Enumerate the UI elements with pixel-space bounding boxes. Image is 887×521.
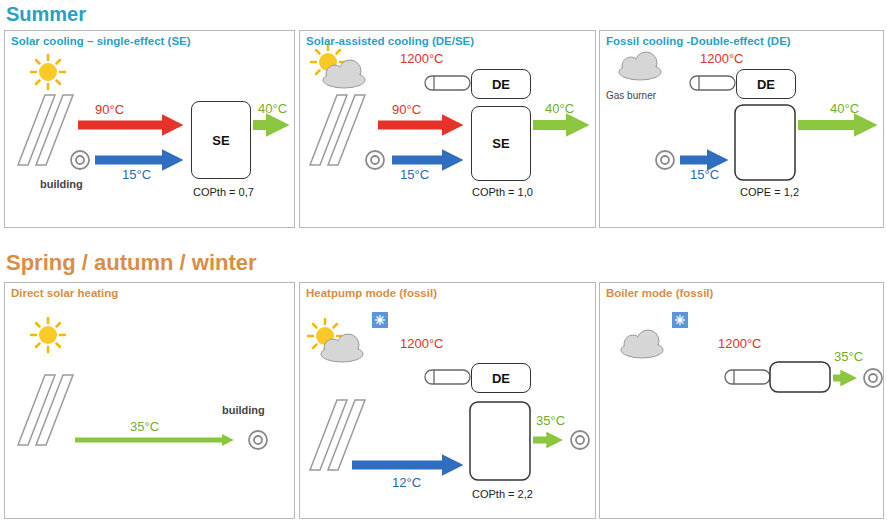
temperature-label: 35°C xyxy=(130,420,159,435)
panel-heading: Direct solar heating xyxy=(11,287,118,299)
absorber-box: SE xyxy=(471,106,531,181)
temperature-label: 1200°C xyxy=(718,337,762,352)
panel-heading: Fossil cooling -Double-effect (DE) xyxy=(606,35,791,47)
temperature-label: 15°C xyxy=(122,168,151,183)
absorber-box: DE xyxy=(471,69,531,99)
mode-panel: Direct solar heating xyxy=(4,282,295,519)
cop-value: COPE = 1,2 xyxy=(740,186,799,199)
box-label: SE xyxy=(212,133,229,148)
panel-heading: Solar-assisted cooling (DE/SE) xyxy=(306,35,474,47)
temperature-label: 35°C xyxy=(536,414,565,429)
absorber-box: SE xyxy=(191,101,251,179)
temperature-label: 12°C xyxy=(392,476,421,491)
temperature-label: 90°C xyxy=(95,103,124,118)
building-label: building xyxy=(40,178,83,191)
mode-panel: Heatpump mode (fossil) DE xyxy=(299,282,596,519)
temperature-label: 15°C xyxy=(690,168,719,183)
temperature-label: 35°C xyxy=(834,350,863,365)
temperature-label: 40°C xyxy=(545,102,574,117)
panel-heading: Heatpump mode (fossil) xyxy=(306,287,437,299)
absorber-box: DE xyxy=(736,69,796,99)
section-heading: Summer xyxy=(6,3,86,26)
cop-value: COPth = 0,7 xyxy=(193,186,254,199)
mode-panel: Boiler mode (fossil) xyxy=(599,282,884,519)
cop-value: COPth = 1,0 xyxy=(472,186,533,199)
burner-label: Gas burner xyxy=(606,90,656,102)
cop-value: COPth = 2,2 xyxy=(472,488,533,501)
absorber-box: DE xyxy=(471,363,531,393)
temperature-label: 40°C xyxy=(258,102,287,117)
mode-panel: Solar-assisted cooling (DE/SE) DE SE xyxy=(299,30,596,228)
box-label: DE xyxy=(492,77,510,92)
mode-panel: Solar cooling – single-effect (SE) SE xyxy=(4,30,295,228)
temperature-label: 1200°C xyxy=(700,52,744,67)
temperature-label: 90°C xyxy=(392,103,421,118)
panel-heading: Solar cooling – single-effect (SE) xyxy=(11,35,191,47)
building-label: building xyxy=(222,404,265,417)
temperature-label: 15°C xyxy=(400,168,429,183)
panel-heading: Boiler mode (fossil) xyxy=(606,287,713,299)
section-heading: Spring / autumn / winter xyxy=(6,250,257,275)
box-label: SE xyxy=(492,136,509,151)
temperature-label: 40°C xyxy=(830,102,859,117)
temperature-label: 1200°C xyxy=(400,52,444,67)
box-label: DE xyxy=(492,371,510,386)
box-label: DE xyxy=(757,77,775,92)
temperature-label: 1200°C xyxy=(400,337,444,352)
